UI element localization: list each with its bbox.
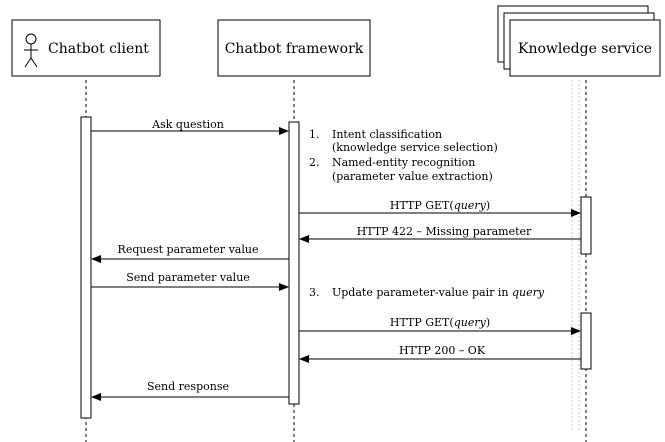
step3-text: Update parameter-value pair in (332, 286, 512, 299)
step1-line1: Intent classification (332, 128, 442, 141)
client-title: Chatbot client (48, 41, 149, 57)
http-get-1-prefix: HTTP GET( (390, 199, 454, 212)
framework-activation (288, 121, 300, 405)
knowledge-box (509, 19, 661, 77)
knowledge-title: Knowledge service (518, 41, 652, 57)
actor-icon (24, 33, 38, 68)
http-get-2-label: HTTP GET(query) (390, 316, 490, 329)
http-get-1-suffix: ) (486, 199, 490, 212)
step1-line2: (knowledge service selection) (332, 141, 498, 154)
participant-knowledge: Knowledge service (497, 5, 661, 77)
framework-notes: 1. Intent classification (knowledge serv… (309, 128, 545, 299)
http-422-label: HTTP 422 – Missing parameter (357, 225, 532, 238)
http-get-2-suffix: ) (486, 316, 490, 329)
http-get-1-label: HTTP GET(query) (390, 199, 490, 212)
framework-box (217, 19, 371, 77)
step3-query: query (512, 286, 545, 299)
client-activation (80, 116, 92, 419)
participant-client: Chatbot client (11, 19, 161, 77)
step1-number: 1. (309, 128, 320, 141)
http-get-2-query: query (454, 316, 487, 329)
http-200-label: HTTP 200 – OK (399, 344, 486, 357)
step3-number: 3. (309, 286, 320, 299)
request-param-label: Request parameter value (118, 243, 259, 256)
http-get-1-query: query (454, 199, 487, 212)
send-param-label: Send parameter value (126, 271, 250, 284)
knowledge-activation-1 (580, 196, 592, 255)
step3-line: Update parameter-value pair in query (332, 286, 545, 299)
step2-number: 2. (309, 156, 320, 169)
ask-question-label: Ask question (151, 118, 224, 131)
send-response-label: Send response (147, 380, 229, 393)
framework-title: Chatbot framework (225, 41, 364, 57)
participant-framework: Chatbot framework (217, 19, 371, 77)
http-get-2-prefix: HTTP GET( (390, 316, 454, 329)
step2-line1: Named-entity recognition (332, 156, 475, 169)
knowledge-activation-2 (580, 312, 592, 370)
step2-line2: (parameter value extraction) (332, 170, 493, 183)
